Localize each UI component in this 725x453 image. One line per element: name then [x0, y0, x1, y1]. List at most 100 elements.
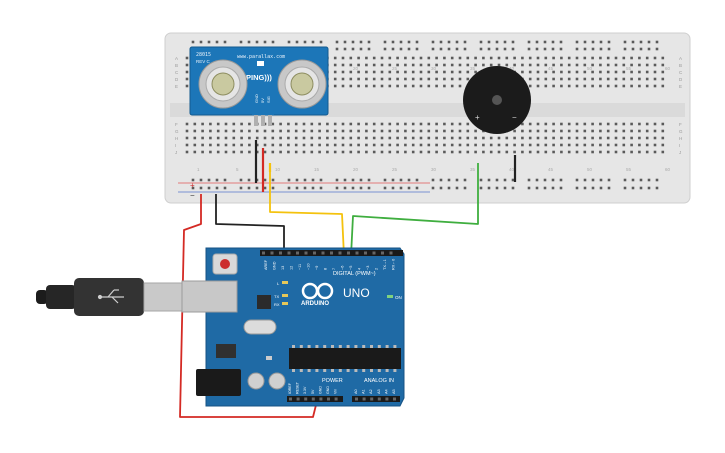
breadboard-hole[interactable] [591, 84, 594, 88]
breadboard-hole[interactable] [201, 136, 204, 140]
breadboard-hole[interactable] [279, 150, 282, 154]
breadboard-hole[interactable] [521, 70, 524, 74]
breadboard-hole[interactable] [606, 136, 610, 140]
breadboard-hole[interactable] [591, 143, 594, 147]
breadboard-hole[interactable] [560, 56, 563, 60]
breadboard-hole[interactable] [521, 63, 524, 67]
rail-hole[interactable] [399, 40, 403, 44]
reset-button-cap[interactable] [220, 259, 230, 269]
power-pin-hole[interactable] [311, 397, 315, 401]
rail-hole[interactable] [455, 40, 459, 44]
rail-hole[interactable] [655, 186, 659, 190]
breadboard-hole[interactable] [185, 129, 189, 133]
breadboard-hole[interactable] [536, 122, 540, 126]
breadboard-hole[interactable] [583, 70, 587, 74]
breadboard-hole[interactable] [372, 77, 376, 81]
breadboard-hole[interactable] [388, 129, 392, 133]
rail-hole[interactable] [311, 40, 315, 44]
digital-pin-hole[interactable] [372, 251, 376, 255]
rail-hole[interactable] [191, 186, 195, 190]
breadboard-hole[interactable] [357, 129, 360, 133]
breadboard-hole[interactable] [645, 129, 649, 133]
breadboard-hole[interactable] [411, 70, 415, 74]
rail-hole[interactable] [239, 40, 243, 44]
sensor-pin-5v[interactable] [261, 115, 265, 126]
breadboard-hole[interactable] [443, 84, 446, 88]
breadboard-hole[interactable] [513, 63, 516, 67]
rail-hole[interactable] [631, 47, 635, 51]
rail-hole[interactable] [303, 186, 307, 190]
breadboard-hole[interactable] [474, 56, 477, 60]
breadboard-hole[interactable] [333, 150, 337, 154]
breadboard-hole[interactable] [458, 56, 462, 60]
breadboard-hole[interactable] [614, 122, 618, 126]
breadboard-hole[interactable] [302, 143, 306, 147]
breadboard-hole[interactable] [528, 77, 532, 81]
breadboard-hole[interactable] [435, 150, 438, 154]
breadboard-hole[interactable] [638, 136, 641, 140]
breadboard-hole[interactable] [567, 70, 571, 74]
rail-hole[interactable] [543, 40, 547, 44]
breadboard-hole[interactable] [388, 56, 392, 60]
breadboard-hole[interactable] [622, 77, 626, 81]
breadboard-hole[interactable] [528, 63, 532, 67]
breadboard-hole[interactable] [544, 70, 548, 74]
breadboard-hole[interactable] [404, 63, 407, 67]
breadboard-hole[interactable] [614, 150, 618, 154]
rail-hole[interactable] [303, 178, 307, 182]
rail-hole[interactable] [623, 40, 627, 44]
breadboard-hole[interactable] [302, 136, 306, 140]
breadboard-hole[interactable] [435, 84, 438, 88]
breadboard-hole[interactable] [466, 63, 470, 67]
breadboard-hole[interactable] [606, 150, 610, 154]
breadboard-hole[interactable] [333, 84, 337, 88]
breadboard-hole[interactable] [497, 150, 501, 154]
breadboard-hole[interactable] [255, 129, 259, 133]
breadboard-hole[interactable] [427, 77, 431, 81]
breadboard-hole[interactable] [599, 84, 602, 88]
breadboard-hole[interactable] [482, 136, 485, 140]
rail-hole[interactable] [407, 40, 411, 44]
rail-hole[interactable] [439, 40, 443, 44]
rail-hole[interactable] [639, 47, 643, 51]
breadboard-hole[interactable] [489, 143, 493, 147]
breadboard-hole[interactable] [248, 150, 251, 154]
rail-hole[interactable] [351, 186, 355, 190]
rail-hole[interactable] [391, 186, 395, 190]
breadboard-hole[interactable] [404, 143, 407, 147]
digital-pin-hole[interactable] [287, 251, 291, 255]
breadboard-hole[interactable] [630, 129, 633, 133]
breadboard-hole[interactable] [458, 136, 462, 140]
breadboard-hole[interactable] [318, 150, 321, 154]
rail-hole[interactable] [415, 178, 419, 182]
rail-hole[interactable] [463, 178, 467, 182]
breadboard-hole[interactable] [521, 122, 524, 126]
breadboard-hole[interactable] [349, 77, 353, 81]
breadboard-hole[interactable] [411, 150, 415, 154]
digital-pin-hole[interactable] [262, 251, 265, 255]
rail-hole[interactable] [383, 40, 387, 44]
breadboard-hole[interactable] [614, 70, 618, 74]
rail-hole[interactable] [551, 178, 555, 182]
breadboard-hole[interactable] [380, 77, 384, 81]
breadboard-hole[interactable] [255, 136, 259, 140]
breadboard-hole[interactable] [201, 129, 204, 133]
breadboard-hole[interactable] [326, 143, 329, 147]
rail-hole[interactable] [639, 186, 643, 190]
rail-hole[interactable] [239, 178, 243, 182]
breadboard-hole[interactable] [427, 70, 431, 74]
breadboard-hole[interactable] [575, 150, 579, 154]
rail-hole[interactable] [199, 186, 203, 190]
breadboard-hole[interactable] [372, 122, 376, 126]
breadboard-hole[interactable] [458, 84, 462, 88]
breadboard-hole[interactable] [419, 77, 423, 81]
breadboard-hole[interactable] [357, 122, 360, 126]
breadboard-hole[interactable] [388, 70, 392, 74]
breadboard-hole[interactable] [458, 143, 462, 147]
rail-hole[interactable] [455, 47, 459, 51]
rail-hole[interactable] [207, 40, 211, 44]
breadboard-hole[interactable] [575, 136, 579, 140]
breadboard-hole[interactable] [606, 84, 610, 88]
breadboard-hole[interactable] [185, 70, 189, 74]
rail-hole[interactable] [447, 47, 451, 51]
